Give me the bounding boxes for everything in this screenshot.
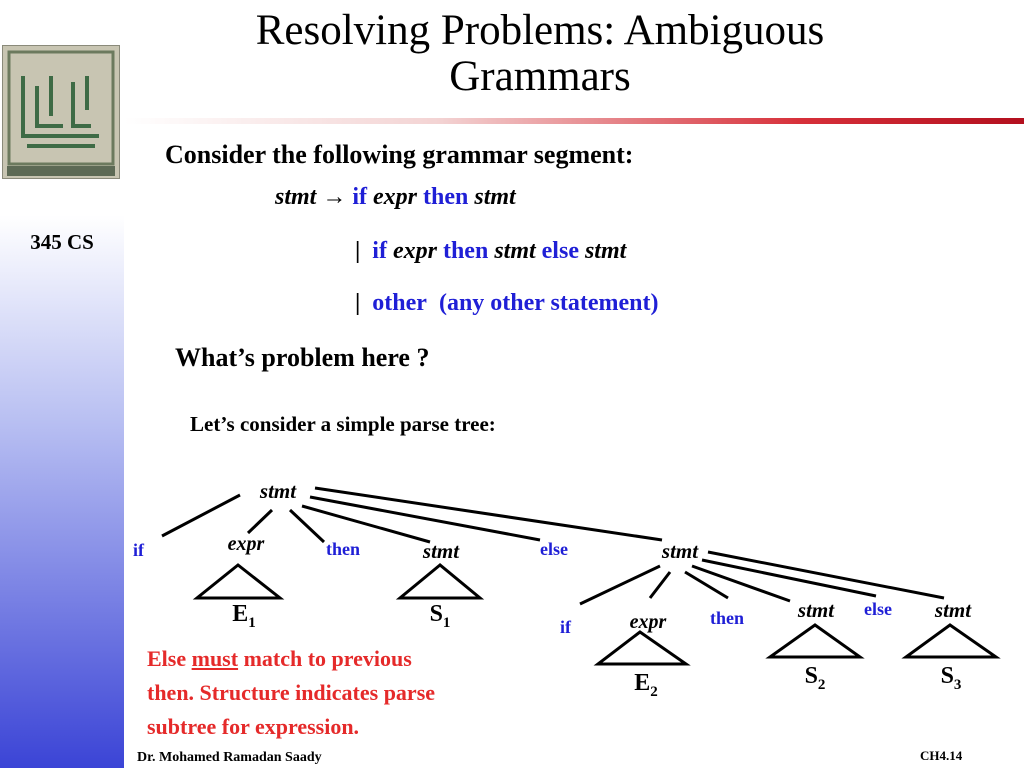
nonterminal-stmt: stmt: [494, 238, 536, 264]
production-line-2: | if expr then stmt else stmt: [355, 238, 626, 265]
note-emphasis: must: [191, 646, 239, 671]
edge-root-if: [161, 493, 241, 538]
edge-root-stmt2: [314, 486, 663, 542]
nonterminal-stmt: stmt: [584, 238, 627, 264]
slide-title-line1: Resolving Problems: Ambiguous: [255, 7, 825, 54]
alternative-bar: |: [355, 238, 361, 264]
leaf-e2-subscript: 2: [650, 684, 658, 700]
production-line-1: stmt → if expr then stmt: [275, 184, 516, 211]
nonterminal-expr: expr: [392, 238, 437, 264]
edge-nested-else: [701, 558, 877, 598]
node-stmt: stmt: [422, 539, 460, 563]
keyword-if: if: [372, 238, 387, 264]
edge-root-stmt1: [301, 504, 431, 544]
alternative-bar: |: [355, 290, 361, 316]
logo-emblem-icon: [3, 46, 119, 178]
subtree-s1: [395, 563, 485, 600]
leaf-s3: S3: [941, 663, 962, 693]
node-if-nested: if: [560, 617, 572, 637]
slide-title: Resolving Problems: Ambiguous Grammars: [160, 8, 920, 100]
note-line-3: subtree for expression.: [147, 714, 360, 739]
leaf-s1: S1: [430, 601, 451, 631]
edge-nested-expr: [648, 571, 672, 599]
keyword-else: else: [541, 238, 579, 264]
subtree-s3: [901, 623, 1001, 659]
keyword-then: then: [423, 184, 469, 210]
leaf-e1-letter: E: [232, 601, 248, 627]
else-matching-note: Else must match to previous then. Struct…: [147, 642, 547, 744]
leaf-s1-subscript: 1: [443, 615, 451, 631]
edge-nested-stmt: [691, 564, 791, 603]
sidebar: 345 CS: [0, 0, 124, 768]
leaf-s2-letter: S: [805, 663, 818, 689]
node-if: if: [133, 540, 145, 560]
node-then-nested: then: [710, 608, 744, 628]
keyword-then: then: [442, 238, 489, 264]
course-code: 345 CS: [30, 230, 94, 254]
title-divider: [124, 118, 1024, 124]
node-expr-nested: expr: [630, 611, 667, 633]
leaf-e2-letter: E: [634, 670, 650, 696]
node-else-nested: else: [864, 599, 892, 619]
leaf-s2-subscript: 2: [818, 677, 826, 693]
edge-nested-stmt3: [707, 550, 945, 600]
leaf-s3-subscript: 3: [954, 677, 962, 693]
note-text: match to previous: [238, 646, 412, 671]
grammar-intro: Consider the following grammar segment:: [165, 140, 634, 169]
footer-page-number: CH4.14: [920, 748, 963, 763]
leaf-s3-letter: S: [941, 663, 954, 689]
leaf-e1-subscript: 1: [248, 615, 256, 631]
node-expr: expr: [228, 533, 265, 555]
parse-tree-intro: Let’s consider a simple parse tree:: [190, 412, 496, 436]
keyword-if: if: [352, 184, 368, 210]
leaf-e2: E2: [634, 670, 658, 700]
slide-title-line2: Grammars: [449, 53, 631, 100]
node-stmt-s2: stmt: [797, 598, 835, 622]
edge-nested-if: [579, 564, 661, 606]
edge-root-then: [288, 508, 326, 544]
edge-root-else: [309, 495, 541, 542]
node-stmt-s3: stmt: [934, 598, 972, 622]
note-line-2: then. Structure indicates parse: [147, 680, 436, 705]
node-stmt-nested: stmt: [661, 539, 699, 563]
nonterminal-stmt: stmt: [474, 184, 516, 210]
footer-author: Dr. Mohamed Ramadan Saady: [137, 750, 322, 765]
node-else: else: [540, 539, 568, 559]
keyword-other: other: [372, 290, 427, 316]
subtree-s2: [765, 623, 865, 659]
other-note: (any other statement): [438, 290, 659, 316]
leaf-e1: E1: [232, 601, 256, 631]
edge-root-expr: [246, 508, 274, 535]
subtree-e2: [593, 630, 691, 666]
arrow-symbol: →: [322, 184, 347, 210]
question-text: What’s problem here ?: [175, 343, 430, 372]
university-logo: [2, 45, 120, 179]
leaf-s1-letter: S: [430, 601, 443, 627]
edge-nested-then: [684, 570, 729, 600]
node-then: then: [326, 539, 360, 559]
nonterminal-expr: expr: [373, 184, 418, 210]
subtree-e1: [192, 563, 285, 600]
grammar-lhs: stmt: [275, 184, 317, 210]
node-stmt-root: stmt: [259, 479, 297, 503]
production-line-3: | other (any other statement): [355, 290, 658, 317]
note-line-1: Else must match to previous: [147, 642, 547, 676]
leaf-s2: S2: [805, 663, 826, 693]
note-text: Else: [147, 646, 192, 671]
